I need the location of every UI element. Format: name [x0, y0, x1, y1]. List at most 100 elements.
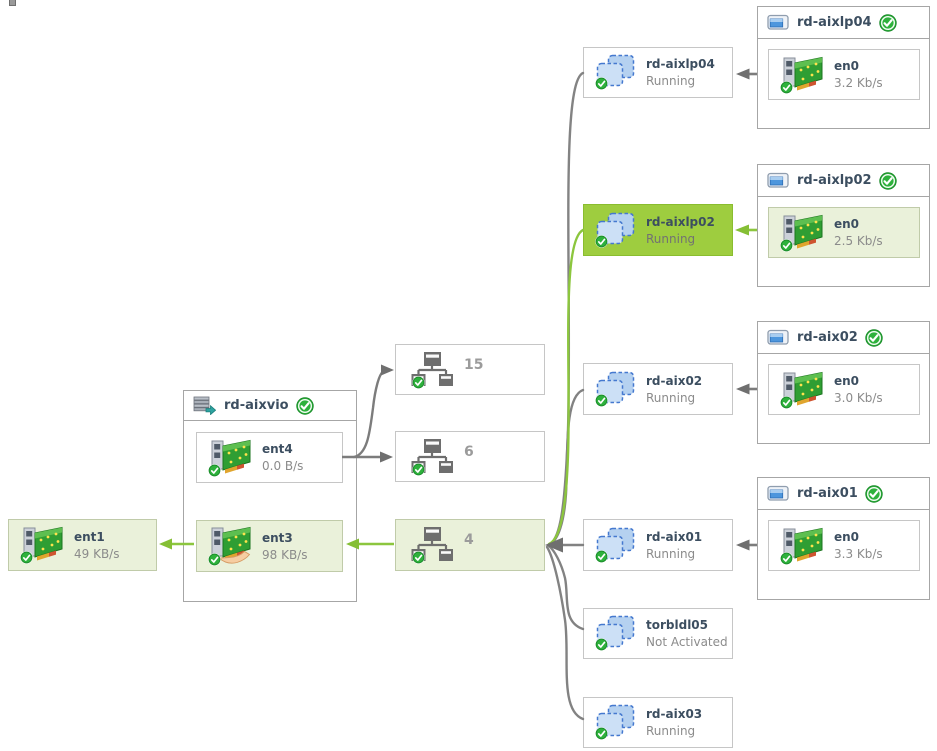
adapter-rate: 0.0 B/s: [262, 459, 304, 473]
arrowhead-switch15: [381, 364, 394, 376]
network-adapter-icon: [779, 213, 825, 253]
lpar-node-torbldl05[interactable]: torbldl05 Not Activated: [583, 608, 733, 659]
lpar-status: Running: [646, 231, 696, 246]
host-icon: [767, 329, 789, 346]
vio-server-title: rd-aixvio: [224, 398, 289, 413]
adapter-label: ent4: [262, 442, 293, 456]
adapter-node-en0-highlighted[interactable]: en0 2.5 Kb/s: [768, 207, 920, 258]
adapter-label: en0: [834, 374, 860, 388]
network-adapter-icon: [19, 525, 65, 565]
adapter-rate: 2.5 Kb/s: [834, 234, 883, 248]
adapter-node-ent1[interactable]: ent1 49 KB/s: [8, 519, 157, 571]
host-header: rd-aix02: [758, 322, 929, 354]
host-header: rd-aix01: [758, 478, 929, 510]
lpar-status: Not Activated: [646, 635, 728, 649]
shared-ethernet-adapter-icon: [207, 525, 253, 567]
adapter-label: en0: [834, 217, 860, 231]
arrowhead-switch6: [380, 451, 393, 463]
lpar-label: rd-aixlp04: [646, 57, 715, 71]
adapter-label: ent3: [262, 530, 293, 545]
lpar-label: rd-aixlp02: [646, 214, 715, 229]
adapter-rate: 3.0 Kb/s: [834, 391, 883, 405]
arrowhead-into-switch4: [545, 537, 563, 553]
lpar-node-rd-aix02[interactable]: rd-aix02 Running: [583, 363, 733, 415]
status-ok-icon: [865, 328, 883, 347]
adapter-node-ent4[interactable]: ent4 0.0 B/s: [196, 432, 343, 483]
lpar-node-rd-aix01[interactable]: rd-aix01 Running: [583, 519, 733, 571]
lpar-node-rd-aixlp04[interactable]: rd-aixlp04 Running: [583, 47, 733, 98]
lpar-node-rd-aix03[interactable]: rd-aix03 Running: [583, 697, 733, 748]
adapter-label: en0: [834, 59, 860, 73]
wire-rd-aixlp04-to-switch4: [548, 71, 585, 546]
adapter-rate: 49 KB/s: [74, 546, 120, 561]
lpar-status: Running: [646, 390, 696, 405]
vm-icon: [594, 371, 637, 408]
lpar-node-rd-aixlp02-selected[interactable]: rd-aixlp02 Running: [583, 204, 733, 256]
switch-label: 4: [464, 532, 474, 548]
lpar-label: rd-aix02: [646, 373, 703, 388]
wire-rd-aix02-to-switch4: [548, 388, 585, 546]
lpar-label: torbldl05: [646, 618, 709, 632]
lpar-status: Running: [646, 546, 696, 561]
wire-ent4-to-switch15: [352, 369, 386, 459]
adapter-rate: 3.2 Kb/s: [834, 76, 883, 90]
adapter-node-en0[interactable]: en0 3.3 Kb/s: [768, 520, 920, 571]
adapter-rate: 98 KB/s: [262, 547, 308, 562]
status-ok-icon: [878, 13, 897, 32]
host-title: rd-aixlp04: [797, 15, 872, 30]
arrowhead-rd-aix01: [736, 539, 750, 551]
switch-node-15[interactable]: 15: [395, 344, 545, 395]
lpar-status: Running: [646, 724, 696, 738]
switch-icon: [409, 526, 454, 564]
vm-icon: [594, 704, 637, 741]
vio-server-group[interactable]: rd-aixvio ent4 0.0 B/s ent3 98 KB/s: [183, 390, 357, 602]
host-icon: [767, 14, 789, 31]
switch-node-4[interactable]: 4: [395, 519, 545, 571]
clipped-icon: [9, 0, 16, 6]
wire-rd-aixlp02-to-switch4-active: [547, 228, 585, 546]
arrowhead-rd-aixlp04: [736, 68, 750, 80]
adapter-node-ent3[interactable]: ent3 98 KB/s: [196, 520, 343, 572]
wire-torbldl05-to-switch4: [547, 544, 585, 631]
status-ok-icon: [865, 484, 883, 503]
adapter-node-en0[interactable]: en0 3.0 Kb/s: [768, 364, 920, 415]
host-title: rd-aix02: [797, 330, 858, 345]
network-adapter-icon: [207, 438, 253, 478]
network-adapter-icon: [779, 370, 825, 410]
host-icon: [767, 485, 789, 502]
host-group-rd-aix01[interactable]: rd-aix01 en0 3.3 Kb/s: [757, 477, 930, 600]
vm-icon: [594, 54, 637, 91]
adapter-label: en0: [834, 530, 860, 544]
wire-rd-aix03-to-switch4: [545, 545, 585, 721]
host-icon: [767, 172, 789, 189]
status-ok-icon: [295, 396, 314, 415]
switch-label: 6: [464, 443, 474, 460]
host-header: rd-aixlp02: [758, 165, 929, 197]
lpar-status: Running: [646, 74, 696, 88]
vm-icon: [594, 212, 637, 249]
vm-icon: [594, 615, 637, 652]
host-group-rd-aix02[interactable]: rd-aix02 en0 3.0 Kb/s: [757, 321, 930, 444]
vm-icon: [594, 527, 637, 564]
host-title: rd-aix01: [797, 486, 858, 501]
switch-icon: [409, 438, 454, 476]
switch-label: 15: [464, 356, 484, 373]
vio-server-header: rd-aixvio: [184, 391, 356, 421]
server-icon: [193, 396, 216, 415]
switch-node-6[interactable]: 6: [395, 431, 545, 482]
arrowhead-rd-aix02: [736, 383, 750, 395]
host-title: rd-aixlp02: [797, 173, 872, 188]
adapter-node-en0[interactable]: en0 3.2 Kb/s: [768, 49, 920, 100]
host-group-rd-aixlp02[interactable]: rd-aixlp02 en0 2.5 Kb/s: [757, 164, 930, 287]
host-group-rd-aixlp04[interactable]: rd-aixlp04 en0 3.2 Kb/s: [757, 6, 930, 129]
adapter-label: ent1: [74, 529, 105, 544]
host-header: rd-aixlp04: [758, 7, 929, 39]
network-adapter-icon: [779, 526, 825, 566]
switch-icon: [409, 351, 454, 389]
status-ok-icon: [878, 171, 897, 190]
arrowhead-rd-aixlp02-active: [735, 224, 749, 236]
adapter-rate: 3.3 Kb/s: [834, 547, 883, 561]
arrowhead-ent1-active: [159, 538, 172, 550]
lpar-label: rd-aix03: [646, 707, 703, 721]
